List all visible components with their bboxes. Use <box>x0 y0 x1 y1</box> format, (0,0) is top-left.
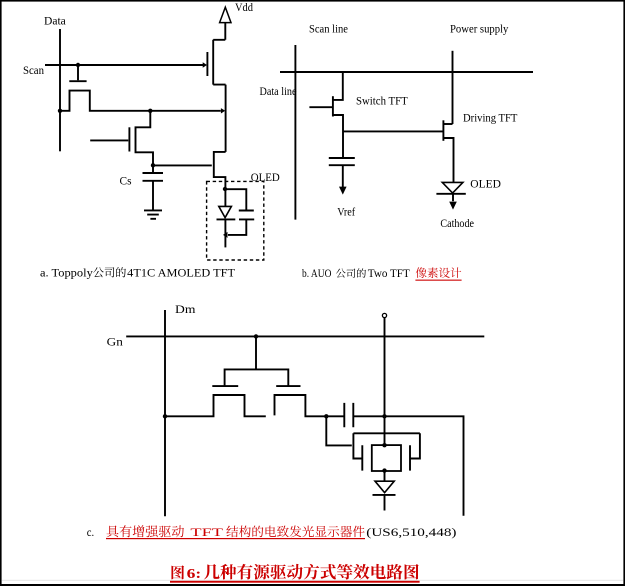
svg-text:TFT: TFT <box>190 525 224 539</box>
svg-text:Dm: Dm <box>175 302 196 316</box>
svg-text:Vdd: Vdd <box>235 0 253 14</box>
svg-text:Gn: Gn <box>107 335 123 349</box>
svg-text:(US6,510,448): (US6,510,448) <box>366 525 456 539</box>
svg-text:Scan line: Scan line <box>309 22 348 36</box>
svg-text:Cathode: Cathode <box>440 216 474 230</box>
svg-text:OLED: OLED <box>251 170 280 184</box>
svg-text:OLED: OLED <box>470 176 501 190</box>
svg-text:Two TFT: Two TFT <box>368 266 411 280</box>
svg-text:Power supply: Power supply <box>450 22 508 36</box>
svg-text:4T1C AMOLED TFT: 4T1C AMOLED TFT <box>127 266 235 280</box>
svg-text:a. Toppoly: a. Toppoly <box>40 266 93 280</box>
svg-text:Data line: Data line <box>260 84 297 98</box>
svg-text:Scan: Scan <box>23 63 44 77</box>
svg-text:Data: Data <box>44 14 66 28</box>
svg-text:Driving TFT: Driving TFT <box>463 111 518 125</box>
svg-text:6:: 6: <box>187 567 202 582</box>
svg-text:Cs: Cs <box>120 174 132 188</box>
svg-text:c.: c. <box>87 525 94 539</box>
svg-text:b. AUO: b. AUO <box>302 266 332 280</box>
svg-text:Switch TFT: Switch TFT <box>356 94 408 108</box>
svg-text:Vref: Vref <box>337 205 355 219</box>
